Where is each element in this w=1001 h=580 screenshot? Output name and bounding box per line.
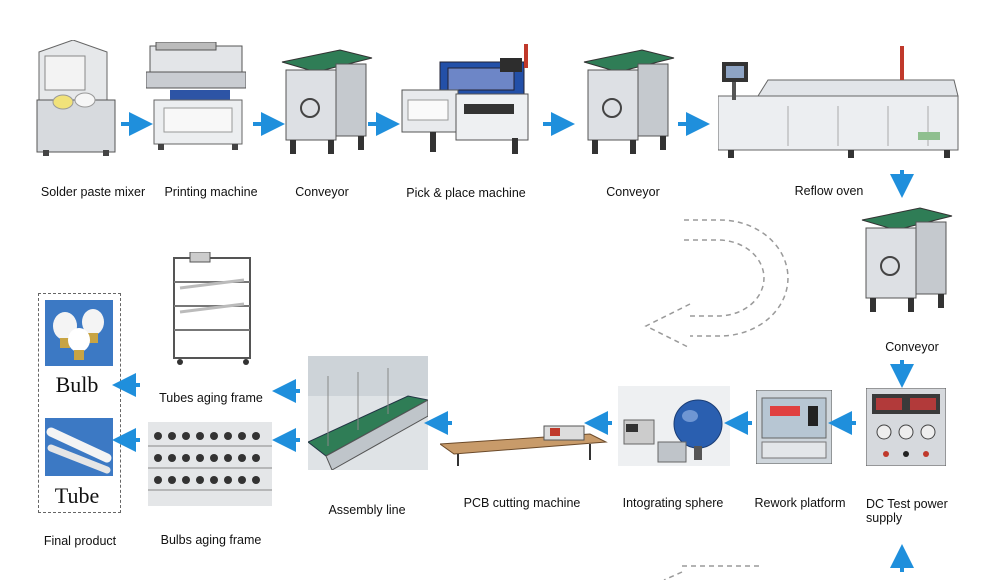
- node-label-printing-machine: Printing machine: [164, 185, 258, 199]
- final-product-box: [38, 293, 121, 513]
- product-label-tube: Tube: [54, 483, 100, 508]
- node-label-rework-platform: Rework platform: [754, 496, 846, 510]
- pcb-cutting-machine-illustration: [440, 425, 608, 466]
- node-label-bulbs-aging-frame: Bulbs aging frame: [160, 533, 262, 547]
- conveyor-3-illustration: [861, 207, 953, 312]
- node-label-integrating-sphere: Intograting sphere: [622, 496, 724, 510]
- tubes-aging-frame-illustration: [173, 252, 251, 365]
- reflow-oven-illustration: [718, 46, 959, 158]
- node-label-assembly-line: Assembly line: [328, 503, 406, 517]
- tube-product-illustration: [45, 418, 113, 476]
- solder-paste-mixer-illustration: [36, 40, 116, 156]
- node-label-pcb-cutting-machine: PCB cutting machine: [463, 496, 581, 510]
- product-label-bulb: Bulb: [55, 372, 99, 397]
- pick-place-machine-illustration: [401, 44, 529, 154]
- node-label-reflow-oven: Reflow oven: [794, 184, 864, 198]
- node-label-solder-paste-mixer: Solder paste mixer: [40, 185, 146, 199]
- bulb-product-illustration: [45, 300, 113, 366]
- node-label-dc-test-power-supply: DC Test power supply: [866, 497, 948, 525]
- return-loop-arrow-bottom: [663, 565, 760, 580]
- node-label-conveyor-1: Conveyor: [295, 185, 349, 199]
- assembly-line-illustration: [308, 356, 428, 470]
- node-label-tubes-aging-frame: Tubes aging frame: [159, 391, 263, 405]
- conveyor-2-illustration: [583, 49, 675, 154]
- dc-test-power-supply-illustration: [866, 388, 946, 466]
- return-loop-arrow: [644, 219, 789, 349]
- node-label-conveyor-2: Conveyor: [606, 185, 660, 199]
- conveyor-1-illustration: [281, 49, 373, 154]
- node-label-conveyor-3: Conveyor: [885, 340, 939, 354]
- integrating-sphere-illustration: [618, 386, 730, 466]
- rework-platform-illustration: [756, 390, 832, 464]
- printing-machine-illustration: [146, 42, 246, 150]
- node-label-pick-place-machine: Pick & place machine: [406, 186, 526, 200]
- node-label-final-product: Final product: [43, 534, 117, 548]
- bulbs-aging-frame-illustration: [148, 422, 272, 506]
